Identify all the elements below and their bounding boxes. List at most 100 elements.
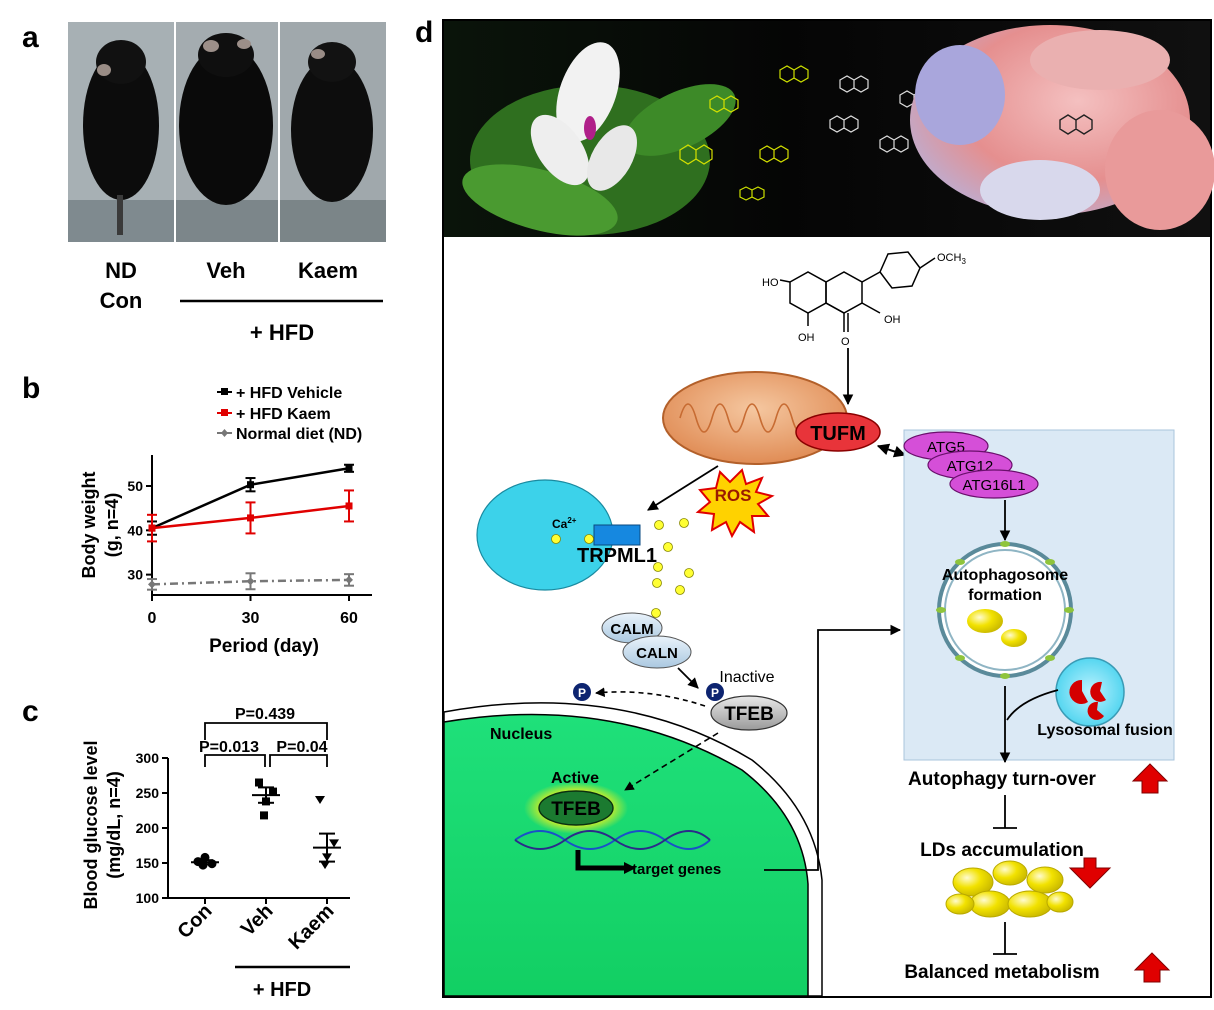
data-point <box>329 839 339 848</box>
trpml1-label: TRPML1 <box>577 545 657 567</box>
mouse-photo-nd <box>68 22 174 242</box>
up-arrow-icon-metabolism <box>1133 952 1171 983</box>
bracket-con-kaem <box>204 722 328 740</box>
flower-icon <box>530 42 637 191</box>
label-con: Con <box>100 288 143 313</box>
xlabel-b: Period (day) <box>209 636 319 657</box>
top-illustration <box>444 21 1214 237</box>
panel-a: a ND Con Veh Kaem + HFD <box>22 21 386 345</box>
y-tick-label-b: 40 <box>127 522 143 538</box>
data-point <box>315 796 325 804</box>
protein-surface <box>910 25 1214 230</box>
y-tick-label-c: 300 <box>136 750 160 766</box>
autophagy-turnover-label: Autophagy turn-over <box>908 769 1096 790</box>
mol-oh-right: OH <box>884 314 901 326</box>
data-point <box>260 811 268 820</box>
dephospho-arrow <box>595 687 706 707</box>
category-label-c: Veh <box>237 900 278 941</box>
calcium-ions <box>651 518 694 618</box>
mol-carbonyl-o: O <box>841 336 850 348</box>
arrow-mito-trpml1 <box>647 465 719 511</box>
nucleus-label: Nucleus <box>490 726 552 743</box>
autophagosome-icon <box>936 541 1074 679</box>
p-value-con-veh: P=0.013 <box>199 739 259 756</box>
nucleus-icon <box>443 702 823 997</box>
y-tick-label-c: 100 <box>136 890 160 906</box>
arrow-tufm-atg <box>876 443 907 458</box>
autophagosome-label-1: Autophagosome <box>942 567 1068 584</box>
lysosome-icon <box>1055 657 1125 727</box>
label-veh: Veh <box>206 258 245 283</box>
panel-b-letter: b <box>22 372 40 405</box>
y-tick-label-b: 30 <box>127 567 143 583</box>
panel-c-letter: c <box>22 695 39 728</box>
trpml1-channel <box>593 524 641 546</box>
legend-item-nd: Normal diet (ND) <box>217 426 362 443</box>
phospho-icon-tfeb <box>706 683 724 701</box>
translocation-arrow <box>624 732 719 791</box>
lysosome-fusion-curve <box>1006 689 1059 721</box>
y-tick-label-c: 250 <box>136 785 160 801</box>
p-value-con-kaem: P=0.439 <box>235 706 295 723</box>
mol-ho: HO <box>762 277 779 289</box>
label-kaem: Kaem <box>298 258 358 283</box>
ros-label: ROS <box>715 486 752 505</box>
data-point <box>345 502 353 510</box>
data-point <box>269 787 277 796</box>
down-arrow-icon-lds <box>1068 857 1112 889</box>
p-value-veh-kaem: P=0.04 <box>276 739 327 756</box>
label-hfd-a: + HFD <box>250 320 314 345</box>
inactive-label: Inactive <box>719 669 774 686</box>
data-point <box>247 481 255 489</box>
series-line-2 <box>151 578 350 586</box>
target-genes-label: target genes <box>632 861 721 878</box>
panel-d-letter: d <box>415 16 433 49</box>
kaempferide-structure <box>779 251 936 332</box>
caln-node: CALN <box>622 635 692 669</box>
data-point <box>345 575 354 584</box>
legend-label-vehicle: + HFD Vehicle <box>236 385 342 402</box>
x-tick-label-b: 30 <box>242 610 260 627</box>
autophagosome-label-2: formation <box>968 587 1042 604</box>
balanced-metabolism-label: Balanced metabolism <box>904 962 1099 983</box>
category-label-c: Kaem <box>284 900 338 954</box>
lysosome-trpml1-icon <box>476 479 641 591</box>
tfeb-active-label: TFEB <box>551 799 601 820</box>
ylabel-b-1: Body weight <box>79 471 99 578</box>
data-point <box>246 577 255 586</box>
ylabel-b-2: (g, n=4) <box>102 493 122 558</box>
tufm-node: TUFM <box>795 412 881 452</box>
tufm-label: TUFM <box>810 423 866 445</box>
mouse-photo-veh <box>176 22 278 242</box>
atg16l1-label: ATG16L1 <box>962 477 1025 494</box>
lysosomal-fusion-label: Lysosomal fusion <box>1037 722 1172 739</box>
arrow-caln-tfeb <box>677 667 699 689</box>
data-point <box>148 580 156 589</box>
mouse-photo-kaem <box>280 22 386 242</box>
tfeb-active-node <box>538 790 614 826</box>
y-tick-label-b: 50 <box>127 478 143 494</box>
up-arrow-icon-autophagy <box>1131 763 1169 794</box>
data-point <box>247 514 255 522</box>
data-point <box>148 524 156 532</box>
bracket-veh-kaem <box>269 754 328 767</box>
transcription-arrow <box>575 850 624 871</box>
tfeb-inactive-node <box>710 695 788 731</box>
legend-item-kaem: + HFD Kaem <box>217 406 331 423</box>
legend-item-vehicle: + HFD Vehicle <box>217 385 342 402</box>
calm-label: CALM <box>610 621 653 638</box>
atg-complex: ATG5 ATG12 ATG16L1 <box>903 431 1039 499</box>
significance-brackets <box>204 722 328 767</box>
data-point <box>255 778 263 787</box>
x-tick-label-b: 60 <box>340 610 358 627</box>
phospho-icon-free <box>573 683 591 701</box>
legend-label-nd: Normal diet (ND) <box>236 426 362 443</box>
ca-label: Ca2+ <box>552 516 577 531</box>
lds-accumulation-label: LDs accumulation <box>920 840 1084 861</box>
data-point <box>320 861 330 870</box>
inhibit-autophagy-lds <box>993 795 1017 829</box>
legend-b: + HFD Vehicle + HFD Kaem Normal diet (ND… <box>217 385 362 443</box>
